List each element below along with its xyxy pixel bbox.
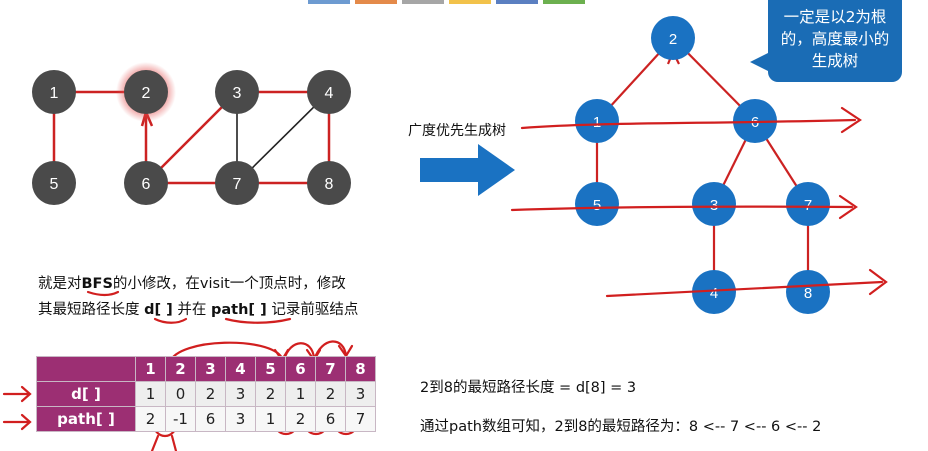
path-cell: 6 xyxy=(315,406,346,432)
svg-text:7: 7 xyxy=(233,176,242,193)
svg-text:5: 5 xyxy=(50,176,59,193)
svg-text:8: 8 xyxy=(804,285,812,302)
row-pointer-d xyxy=(2,385,32,403)
toolbar-strip-3 xyxy=(402,0,444,4)
toolbar-strip-5 xyxy=(496,0,538,4)
svg-text:2: 2 xyxy=(142,85,151,102)
row-label-d: d[ ] xyxy=(36,381,136,407)
header-cell: 2 xyxy=(165,356,196,382)
header-cell: 3 xyxy=(195,356,226,382)
tree-node-4: 4 xyxy=(692,270,736,314)
table-row-path: path[ ] 2 -1 6 3 1 2 6 7 xyxy=(36,406,376,432)
path-cell: 2 xyxy=(285,406,316,432)
table-row-d: d[ ] 1 0 2 3 2 1 2 3 xyxy=(36,381,376,407)
d-cell: 2 xyxy=(195,381,226,407)
svg-text:7: 7 xyxy=(804,197,812,214)
left-node-8: 8 xyxy=(307,161,351,205)
level-scan-annotations xyxy=(510,106,888,298)
bubble-line-3: 生成树 xyxy=(811,52,859,70)
tree-node-3: 3 xyxy=(692,182,736,226)
bubble-line-1: 一定是以2为根 xyxy=(783,8,887,26)
toolbar-strip-1 xyxy=(308,0,350,4)
tree-node-5: 5 xyxy=(575,182,619,226)
level-arrowhead-2 xyxy=(838,194,858,220)
left-graph-edges xyxy=(52,90,331,185)
path-cell: 1 xyxy=(255,406,286,432)
left-node-1: 1 xyxy=(32,70,76,114)
tree-node-1: 1 xyxy=(575,99,619,143)
transform-arrow xyxy=(420,144,515,196)
tree-node-8: 8 xyxy=(786,270,830,314)
d-cell: 3 xyxy=(345,381,376,407)
header-cell: 6 xyxy=(285,356,316,382)
left-node-7: 7 xyxy=(215,161,259,205)
note-underlines xyxy=(86,290,292,324)
path-cell: 7 xyxy=(345,406,376,432)
header-cell: 4 xyxy=(225,356,256,382)
left-node-4: 4 xyxy=(307,70,351,114)
level-line-3 xyxy=(605,280,884,298)
svg-text:5: 5 xyxy=(593,197,601,214)
toolbar-strip-6 xyxy=(543,0,585,4)
row-pointer-path xyxy=(2,413,32,431)
svg-text:4: 4 xyxy=(710,285,718,302)
level-line-2 xyxy=(510,205,854,212)
svg-text:8: 8 xyxy=(325,176,334,193)
table-header-row: 1 2 3 4 5 6 7 8 xyxy=(36,356,376,382)
shortest-length-result: 2到8的最短路径长度 = d[8] = 3 xyxy=(420,380,637,396)
tree-node-7: 7 xyxy=(786,182,830,226)
root-explanation-bubble: 一定是以2为根 的，高度最小的 生成树 xyxy=(750,0,902,82)
d-cell: 2 xyxy=(255,381,286,407)
svg-text:1: 1 xyxy=(50,85,59,102)
level-arrowhead-3 xyxy=(868,268,888,296)
d-cell: 0 xyxy=(165,381,196,407)
bubble-line-2: 的，高度最小的 xyxy=(780,30,890,48)
svg-text:2: 2 xyxy=(669,31,677,48)
tree-node-2: 2 xyxy=(651,16,695,60)
shortest-path-result: 通过path数组可知，2到8的最短路径为：8 <-- 7 <-- 6 <-- 2 xyxy=(420,419,822,435)
left-node-2: 2 xyxy=(124,70,168,114)
header-cell: 7 xyxy=(315,356,346,382)
row-label-path: path[ ] xyxy=(36,406,136,432)
d-cell: 3 xyxy=(225,381,256,407)
level-line-1 xyxy=(520,118,857,130)
svg-text:3: 3 xyxy=(710,197,718,214)
level-arrowhead-1 xyxy=(840,106,862,134)
table-corner xyxy=(36,356,136,382)
header-cell: 5 xyxy=(255,356,286,382)
svg-text:1: 1 xyxy=(593,114,601,131)
path-cell: 2 xyxy=(135,406,166,432)
left-node-6: 6 xyxy=(124,161,168,205)
path-cell: -1 xyxy=(165,406,196,432)
note-line-1: 就是对BFS的小修改，在visit一个顶点时，修改 xyxy=(38,276,346,292)
path-cell: 6 xyxy=(195,406,226,432)
bfs-tree-label: 广度优先生成树 xyxy=(408,123,506,139)
toolbar-strip-4 xyxy=(449,0,491,4)
svg-text:3: 3 xyxy=(233,85,242,102)
bfs-result-table: 1 2 3 4 5 6 7 8 d[ ] 1 0 2 3 2 1 2 3 pat… xyxy=(36,356,376,432)
left-node-5: 5 xyxy=(32,161,76,205)
toolbar-strip-2 xyxy=(355,0,397,4)
header-cell: 1 xyxy=(135,356,166,382)
svg-text:4: 4 xyxy=(325,85,334,102)
path-cell: 3 xyxy=(225,406,256,432)
d-cell: 2 xyxy=(315,381,346,407)
d-cell: 1 xyxy=(135,381,166,407)
note-line-2: 其最短路径长度 d[ ] 并在 path[ ] 记录前驱结点 xyxy=(38,302,359,318)
d-cell: 1 xyxy=(285,381,316,407)
svg-text:6: 6 xyxy=(142,176,151,193)
left-node-3: 3 xyxy=(215,70,259,114)
header-cell: 8 xyxy=(345,356,376,382)
